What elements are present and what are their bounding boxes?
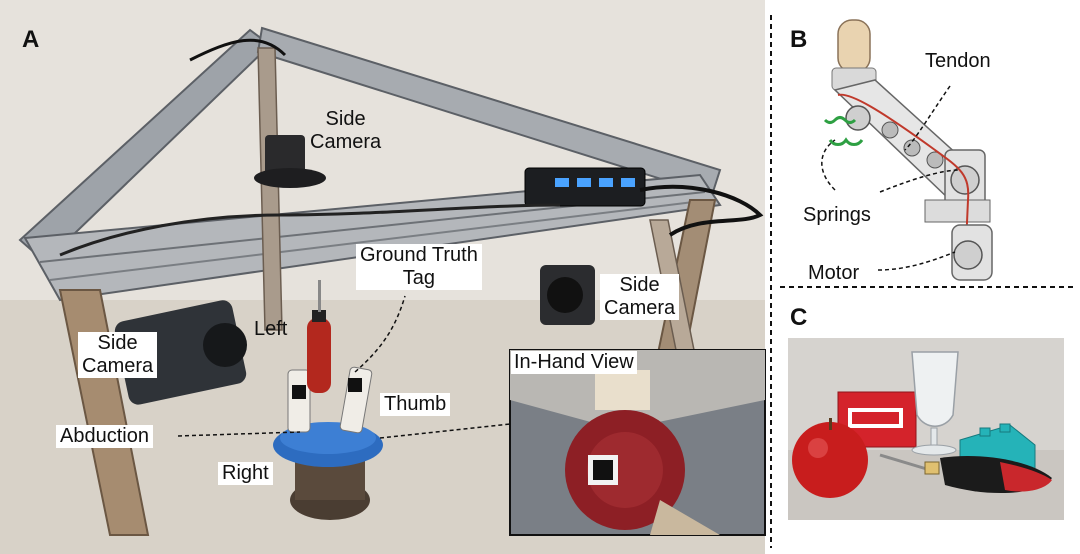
label-right: Right — [218, 462, 273, 485]
label-in-hand-view: In-Hand View — [511, 351, 637, 374]
label-side-camera-right: Side Camera — [600, 274, 680, 320]
label-thumb: Thumb — [380, 393, 451, 416]
panel-letter-c: C — [790, 304, 808, 331]
panel-letter-b: B — [790, 26, 808, 53]
label-side-camera-left: Side Camera — [78, 332, 158, 378]
label-side-camera-top: Side Camera — [310, 108, 382, 153]
label-tendon: Tendon — [925, 50, 991, 72]
panel-letter-a: A — [22, 26, 40, 53]
label-ground-truth-tag: Ground Truth Tag — [356, 244, 482, 290]
label-motor: Motor — [808, 262, 860, 284]
label-abduction: Abduction — [56, 425, 153, 448]
label-left: Left — [254, 318, 288, 340]
label-springs: Springs — [803, 204, 871, 226]
